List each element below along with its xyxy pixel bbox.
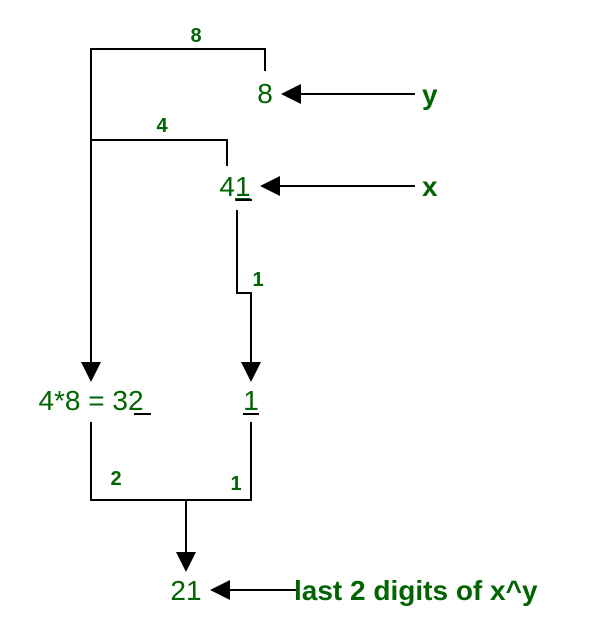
- result-value: 21: [170, 575, 201, 606]
- bracket-8-line: [81, 48, 266, 382]
- carry-value: 1: [243, 385, 259, 416]
- x-value-last-digit: 1: [235, 171, 251, 202]
- edge-label-8: 8: [190, 25, 201, 47]
- y-label: y: [422, 79, 438, 110]
- y-value: 8: [257, 78, 273, 109]
- edge-label-1-mid: 1: [252, 269, 263, 291]
- product-value: 4*8 = 32: [38, 385, 143, 416]
- carry-line: [236, 210, 261, 382]
- x-value: 41: [219, 171, 250, 202]
- x-value-prefix: 4: [219, 171, 235, 202]
- edge-label-2: 2: [110, 468, 121, 490]
- x-label: x: [422, 171, 438, 202]
- edge-label-4: 4: [156, 115, 168, 137]
- bottom-bracket-line: [90, 422, 252, 501]
- result-label: last 2 digits of x^y: [294, 575, 538, 606]
- product-last-digit: 2: [128, 385, 144, 416]
- product-prefix: 4*8 = 3: [38, 385, 128, 416]
- bracket-4-line: [91, 139, 228, 166]
- edge-label-1-bottom: 1: [230, 473, 241, 495]
